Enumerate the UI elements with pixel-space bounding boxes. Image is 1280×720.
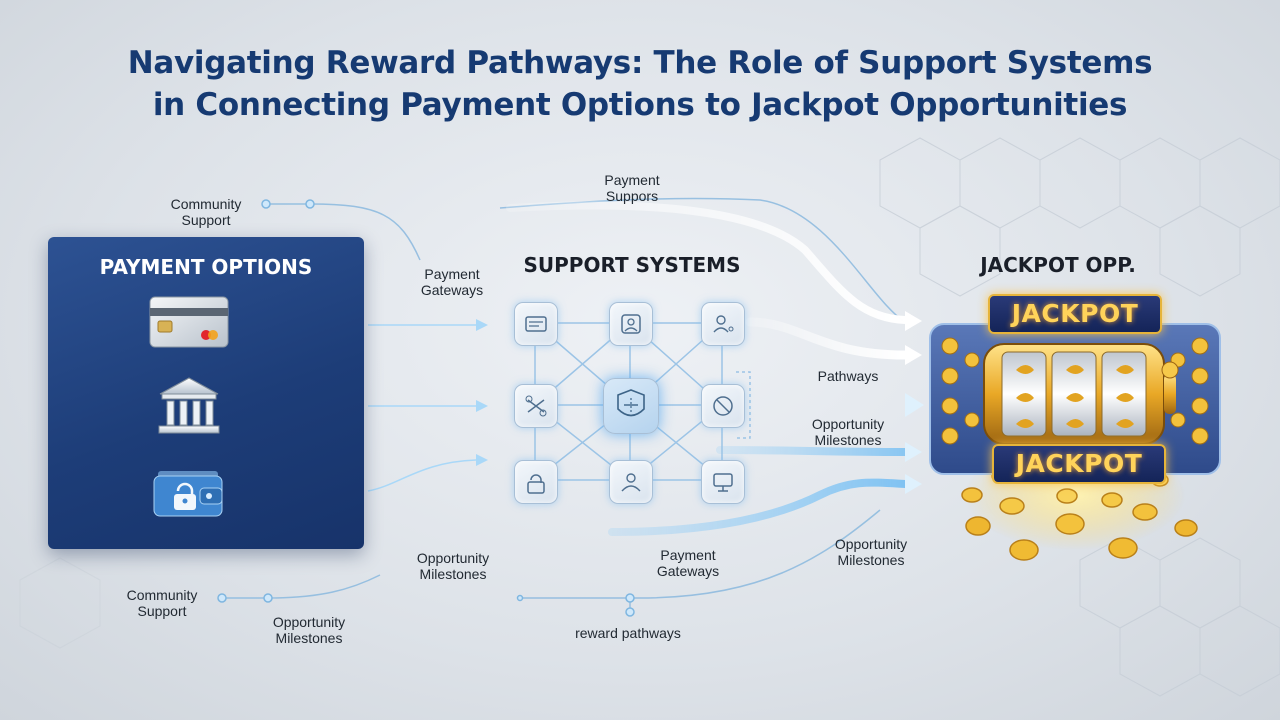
support-node-user-support [701,302,745,346]
label-payment-suppors: Payment Suppors [604,172,660,204]
payment-options-panel: PAYMENT OPTIONS [48,237,364,549]
title-line-1: Navigating Reward Pathways: The Role of … [127,45,1153,81]
label-opportunity-milestones-bottom: Opportunity Milestones [272,614,346,646]
slot-machine-icon [929,323,1221,475]
payment-options-title: PAYMENT OPTIONS [99,255,313,279]
monitor-icon [713,473,733,492]
support-node-monitor [701,460,745,504]
assistant-icon [621,473,641,492]
lock-icon [527,474,545,494]
jackpot-sign-top: JACKPOT [988,294,1162,334]
label-payment-gateways-bottom: Payment Gateways [656,547,720,579]
support-node-assistant [609,460,653,504]
jackpot-title: JACKPOT OPP. [980,253,1136,277]
support-node-lock [514,460,558,504]
support-node-hub [603,378,659,434]
tools-icon [525,395,547,417]
label-pathways: Pathways [817,368,879,384]
support-node-document [514,302,558,346]
connector-dots [217,199,635,617]
support-node-tools [514,384,558,428]
security-icon [713,396,733,416]
label-reward-pathways: reward pathways [575,625,681,641]
title-line-2: in Connecting Payment Options to Jackpot… [152,87,1128,123]
hub-shield-icon [617,389,645,417]
document-icon [525,316,547,332]
user-support-icon [713,315,734,333]
label-community-support-bottom: Community Support [126,587,198,619]
wallet-lock-icon [153,471,223,517]
support-node-security [701,384,745,428]
jackpot-slot-machine: JACKPOT JACKPOT [928,290,1222,580]
label-opportunity-milestones-right: Opportunity Milestones [834,536,908,568]
flow-arrow-heads [905,311,924,494]
jackpot-sign-bottom: JACKPOT [992,444,1166,484]
thin-connectors [222,197,906,612]
profile-icon [621,314,641,334]
credit-card-icon [149,296,229,348]
support-systems-title: SUPPORT SYSTEMS [523,253,741,277]
label-opportunity-milestones-left: Opportunity Milestones [416,550,490,582]
gold-coins [961,469,1198,561]
label-community-support-top: Community Support [170,196,242,228]
diagram-title: Navigating Reward Pathways: The Role of … [0,42,1280,126]
bank-icon [158,377,220,434]
main-flows [506,201,911,536]
support-node-profile [609,302,653,346]
label-payment-gateways-top: Payment Gateways [420,266,484,298]
label-opportunity-milestones-mid: Opportunity Milestones [811,416,885,448]
